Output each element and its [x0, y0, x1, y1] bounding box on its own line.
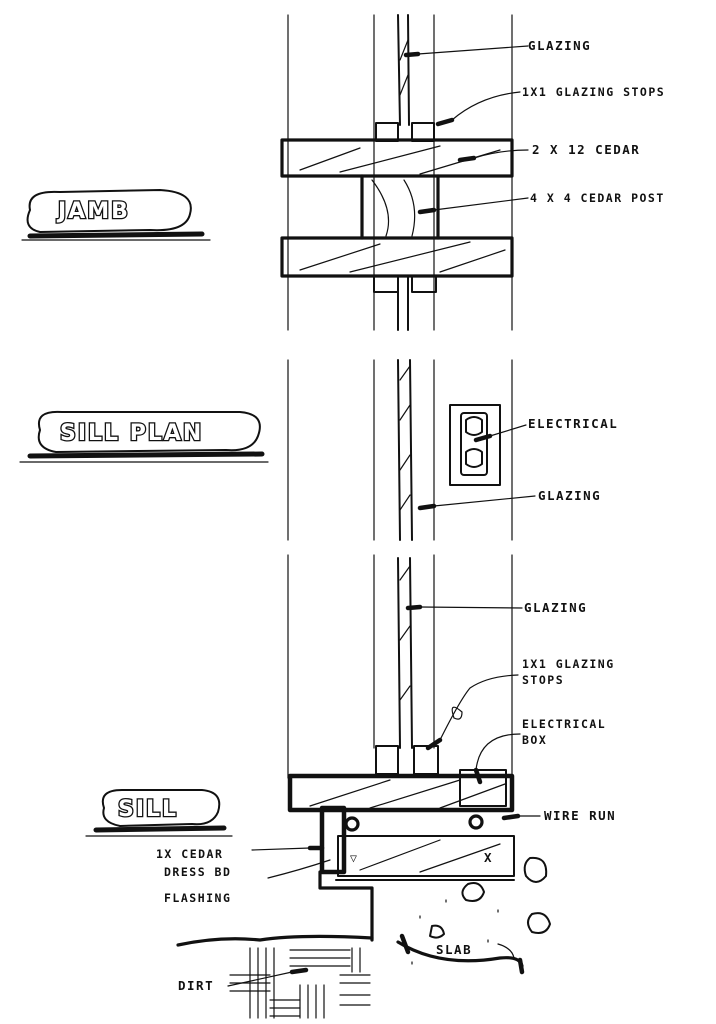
label-glazing-top: GLAZING — [528, 38, 591, 53]
label-flashing: FLASHING — [164, 891, 231, 905]
label-electrical-box-2: BOX — [522, 733, 547, 747]
svg-text:▽: ▽ — [350, 851, 358, 865]
labels: GLAZING 1X1 GLAZING STOPS 2 X 12 CEDAR 4… — [156, 38, 665, 993]
jamb-detail — [280, 14, 529, 331]
label-slab: SLAB — [436, 942, 472, 957]
sill-plan-title-text: SILL PLAN — [60, 421, 203, 446]
label-glazing-stops-bottom-2: STOPS — [522, 673, 564, 687]
sill-plan-title: SILL PLAN — [19, 410, 269, 463]
sill-plan-detail — [287, 359, 536, 541]
label-cedar-dress-1: 1X CEDAR — [156, 847, 223, 861]
label-dirt: DIRT — [178, 978, 214, 993]
sill-title: SILL — [85, 789, 233, 837]
label-wire-run: WIRE RUN — [544, 808, 616, 823]
label-glazing-mid: GLAZING — [538, 488, 601, 503]
label-2x12-cedar: 2 X 12 CEDAR — [532, 142, 640, 157]
label-electrical: ELECTRICAL — [528, 416, 618, 431]
jamb-title-text: JAMB — [56, 199, 130, 224]
jamb-title: JAMB — [21, 189, 211, 241]
label-glazing-stops-top: 1X1 GLAZING STOPS — [522, 85, 665, 99]
dirt-hatch — [229, 947, 371, 1019]
label-glazing-bottom: GLAZING — [524, 600, 587, 615]
label-electrical-box-1: ELECTRICAL — [522, 717, 606, 731]
label-4x4-cedar-post: 4 X 4 CEDAR POST — [530, 191, 665, 205]
sill-title-text: SILL — [118, 797, 178, 822]
label-cedar-dress-2: DRESS BD — [164, 865, 231, 879]
label-glazing-stops-bottom-1: 1X1 GLAZING — [522, 657, 615, 671]
x-mark: X — [484, 850, 493, 865]
sill-detail: X ▽ — [176, 554, 551, 1019]
